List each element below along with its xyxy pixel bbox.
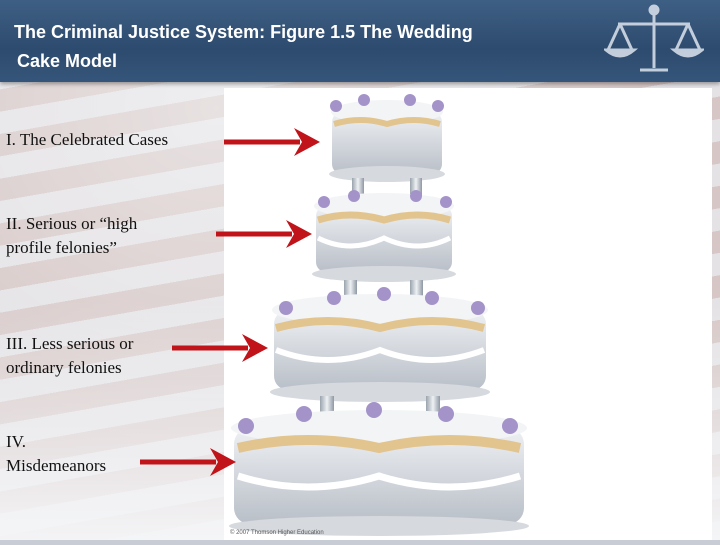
- label-line: profile felonies”: [6, 238, 117, 257]
- slide-title: The Criminal Justice System: Figure 1.5 …: [14, 18, 574, 76]
- label-ordinary-felonies: III. Less serious or ordinary felonies: [6, 332, 133, 380]
- scales-of-justice-icon: [604, 4, 704, 72]
- label-line: IV.: [6, 432, 26, 451]
- label-line: II. Serious or “high: [6, 214, 138, 233]
- label-line: III. Less serious or: [6, 334, 134, 353]
- label-line: Misdemeanors: [6, 456, 107, 475]
- label-misdemeanors: IV. Misdemeanors: [6, 430, 106, 478]
- wedding-cake-illustration: [229, 94, 529, 536]
- arrow-right-icon: [224, 128, 320, 156]
- cake-tier-2: [312, 190, 456, 282]
- label-line: I. The Celebrated Cases: [6, 130, 169, 149]
- arrow-right-icon: [216, 220, 312, 248]
- title-bar: The Criminal Justice System: Figure 1.5 …: [0, 0, 720, 82]
- wedding-cake-photo: © 2007 Thomson Higher Education: [224, 88, 712, 540]
- label-serious-felonies: II. Serious or “high profile felonies”: [6, 212, 137, 260]
- title-line-1: The Criminal Justice System: Figure 1.5 …: [14, 22, 473, 42]
- cake-tier-3: [270, 287, 490, 402]
- arrow-right-icon: [172, 334, 268, 362]
- cake-tier-1: [329, 94, 445, 182]
- label-celebrated-cases: I. The Celebrated Cases: [6, 128, 168, 152]
- title-line-2: Cake Model: [17, 51, 118, 71]
- cake-tier-4: [229, 402, 529, 536]
- photo-credit: © 2007 Thomson Higher Education: [230, 530, 324, 536]
- label-line: ordinary felonies: [6, 358, 122, 377]
- arrow-right-icon: [140, 448, 236, 476]
